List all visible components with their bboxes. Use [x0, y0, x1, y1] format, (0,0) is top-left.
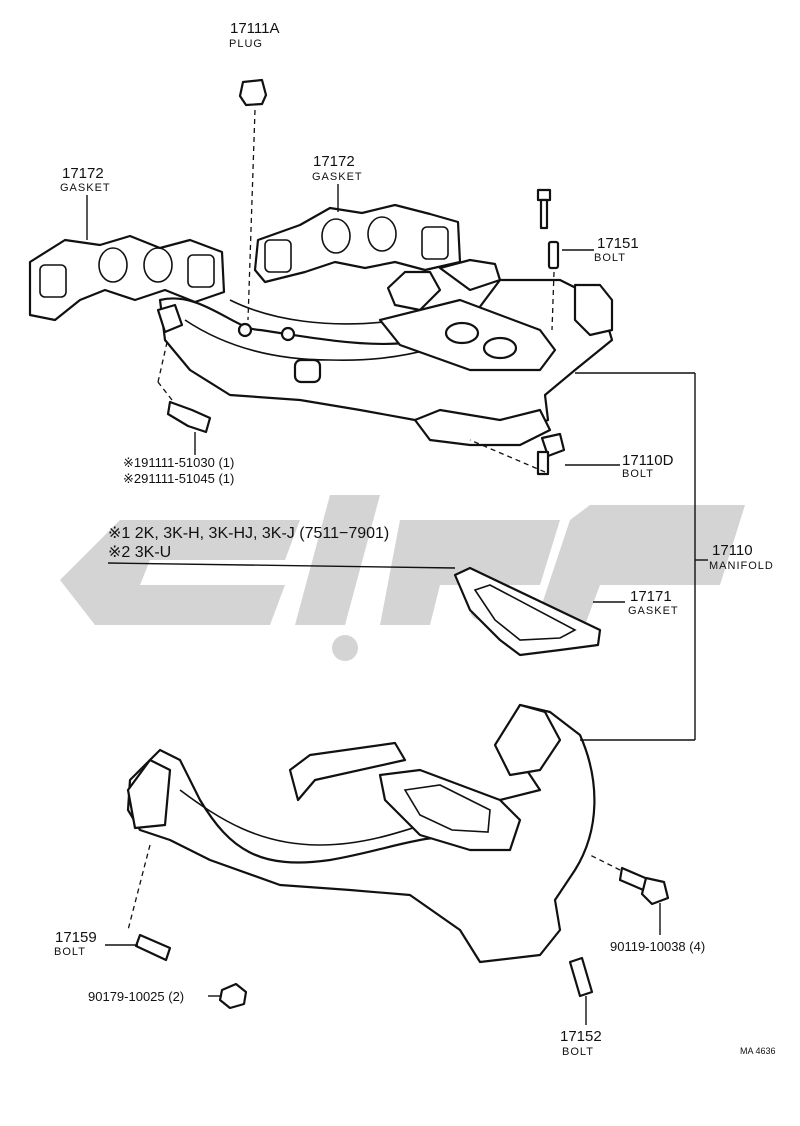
label-bolt-17151-number: 17151: [597, 235, 639, 252]
label-bolt-ref-1: ※191111-51030 (1): [123, 455, 234, 470]
label-manifold-number: 17110: [712, 542, 753, 559]
bolt-17151-shape: [547, 240, 560, 331]
label-gasket-left-number: 17172: [62, 165, 104, 182]
leader-lines: [86, 184, 708, 1025]
bolt-17159-shape: [134, 933, 172, 962]
label-plug-name: PLUG: [229, 38, 263, 50]
label-plug-number: 17111A: [230, 20, 280, 37]
label-bolt-17159-number: 17159: [55, 929, 97, 946]
note-1: ※1 2K, 3K-H, 3K-HJ, 3K-J (7511−7901): [108, 525, 389, 542]
label-gasket-center-name: GASKET: [312, 171, 363, 183]
bolt-90119-shape: [589, 854, 670, 906]
intake-manifold: [156, 258, 614, 447]
label-gasket-left-name: GASKET: [60, 182, 111, 194]
gasket-17171-shape: [453, 566, 602, 657]
gasket-left-shape: [28, 234, 226, 322]
bolt-top-shape: [536, 188, 552, 230]
exhaust-manifold: [126, 703, 596, 964]
diagram-code: MA 4636: [740, 1046, 776, 1056]
label-bolt-17110d-name: BOLT: [622, 468, 654, 480]
label-gasket-center-number: 17172: [313, 153, 355, 170]
note-2: ※2 3K-U: [108, 544, 171, 561]
bolt-17152-shape: [568, 956, 594, 998]
label-bolt-90119: 90119-10038 (4): [610, 939, 705, 954]
plug-shape: [238, 78, 268, 321]
label-gasket-17171-name: GASKET: [628, 605, 679, 617]
label-bolt-17110d-number: 17110D: [622, 452, 674, 469]
gasket-center-shape: [253, 203, 462, 284]
nut-90179-shape: [218, 982, 248, 1010]
label-bolt-17152-name: BOLT: [562, 1046, 594, 1058]
bolt-17110d-shape: [469, 432, 566, 476]
label-bolt-17151-name: BOLT: [594, 252, 626, 264]
label-nut-90179: 90179-10025 (2): [88, 989, 184, 1004]
label-bolt-17159-name: BOLT: [54, 946, 86, 958]
label-bolt-17152-number: 17152: [560, 1028, 602, 1045]
label-gasket-17171-number: 17171: [630, 588, 672, 605]
label-manifold-name: MANIFOLD: [709, 560, 774, 572]
labels: 17111A PLUG 17172 GASKET 17172 GASKET 17…: [54, 20, 776, 1058]
bolt-left-shape: [157, 337, 212, 434]
watermark-logo: [60, 495, 745, 661]
label-bolt-ref-2: ※291111-51045 (1): [123, 471, 234, 486]
